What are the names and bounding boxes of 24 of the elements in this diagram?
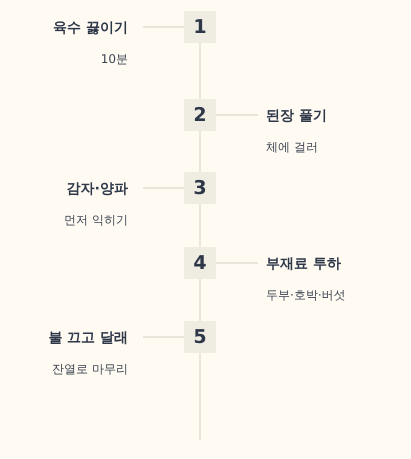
connector-line (143, 187, 184, 189)
step-note: 10분 (100, 51, 128, 68)
step-note: 체에 걸러 (266, 139, 318, 156)
step-note: 두부·호박·버섯 (266, 287, 346, 304)
step-number-badge: 4 (184, 247, 216, 279)
connector-line (216, 262, 258, 264)
connector-line (199, 131, 201, 172)
step-note: 잔열로 마무리 (52, 361, 128, 378)
step-title: 감자·양파 (66, 180, 128, 198)
step-title: 육수 끓이기 (53, 19, 128, 37)
step-number-badge: 5 (184, 321, 216, 353)
connector-line (199, 279, 201, 321)
connector-line (216, 114, 258, 116)
connector-line (199, 43, 201, 99)
step-title: 부재료 투하 (266, 255, 341, 273)
step-number-badge: 3 (184, 172, 216, 204)
connector-line (199, 204, 201, 247)
step-title: 된장 풀기 (266, 107, 327, 125)
step-number-badge: 1 (184, 11, 216, 43)
connector-line (143, 336, 184, 338)
step-title: 불 끄고 달래 (48, 329, 128, 347)
step-number-badge: 2 (184, 99, 216, 131)
connector-line (143, 26, 184, 28)
step-note: 먼저 익히기 (64, 212, 128, 229)
